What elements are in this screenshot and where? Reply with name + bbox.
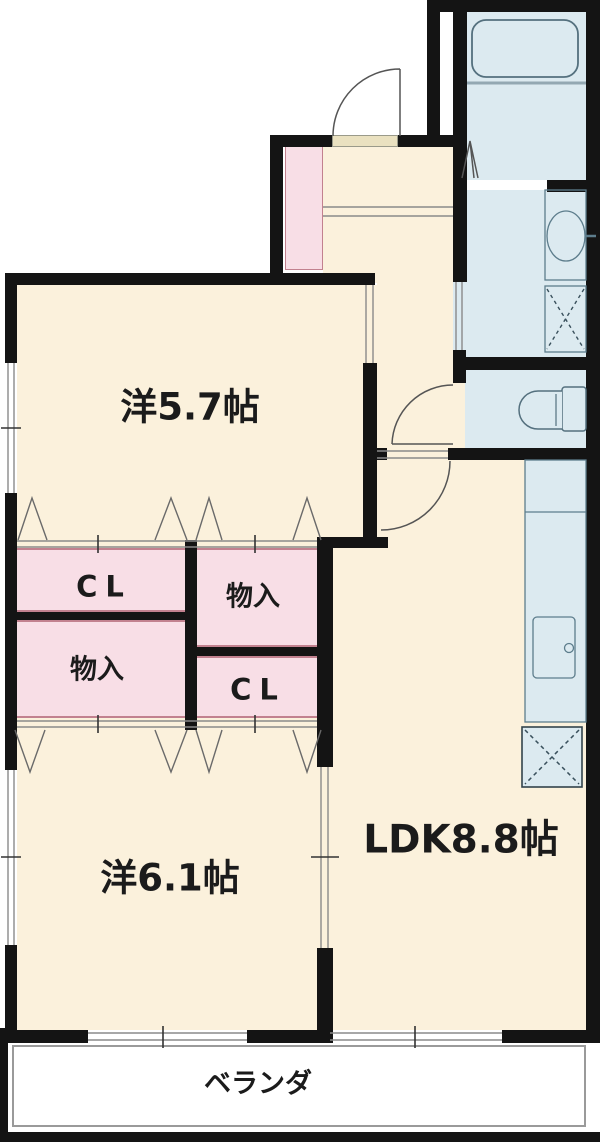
wall-segment: [440, 135, 453, 147]
wall-segment: [0, 1028, 8, 1142]
wall-segment: [5, 273, 375, 285]
room-hallway: [377, 283, 453, 460]
closet-label-lower-right: CL: [230, 672, 286, 707]
kitchen-counter-icon: [525, 460, 586, 722]
room-entrance-hall: [323, 147, 453, 283]
wall-segment: [453, 10, 467, 282]
wall-segment: [398, 135, 427, 147]
wall-segment: [586, 3, 600, 1043]
wall-segment: [0, 1132, 600, 1142]
room-label-western-5-7: 洋5.7帖: [120, 385, 260, 429]
wall-segment: [5, 493, 17, 770]
storage-label-upper-right: 物入: [226, 581, 280, 613]
veranda-label: ベランダ: [204, 1068, 312, 1100]
entrance-threshold: [332, 135, 398, 147]
wall-segment: [547, 180, 586, 192]
wall-segment: [448, 448, 586, 460]
wall-segment: [427, 0, 440, 147]
room-toilet: [465, 370, 586, 448]
wall-segment: [185, 540, 197, 730]
door-gap-bedroom: [363, 285, 377, 363]
wall-segment: [363, 448, 387, 460]
closet-label-upper-left: CL: [76, 569, 132, 604]
wall-segment: [453, 357, 586, 370]
room-bathroom: [467, 12, 586, 180]
partition-gap: [317, 767, 333, 948]
room-label-western-6-1: 洋6.1帖: [100, 856, 240, 900]
wall-segment: [5, 1030, 88, 1043]
wall-segment: [270, 147, 283, 283]
wall-segment: [317, 540, 333, 767]
wall-segment: [197, 647, 317, 656]
room-label-ldk: LDK8.8帖: [363, 817, 559, 863]
washing-machine-area-icon: [545, 286, 586, 352]
door-gap-toilet: [453, 383, 466, 448]
door-gap-washroom: [453, 282, 465, 350]
wall-segment: [502, 1030, 597, 1043]
shoe-cabinet: [285, 145, 323, 270]
door-gap-ldk: [377, 448, 448, 460]
wall-segment: [270, 135, 332, 147]
wall-segment: [17, 612, 185, 620]
refrigerator-area-icon: [522, 727, 582, 787]
wall-segment: [427, 0, 600, 12]
wall-segment: [317, 948, 333, 1043]
storage-label-lower-left: 物入: [70, 654, 124, 686]
wall-segment: [5, 285, 17, 363]
